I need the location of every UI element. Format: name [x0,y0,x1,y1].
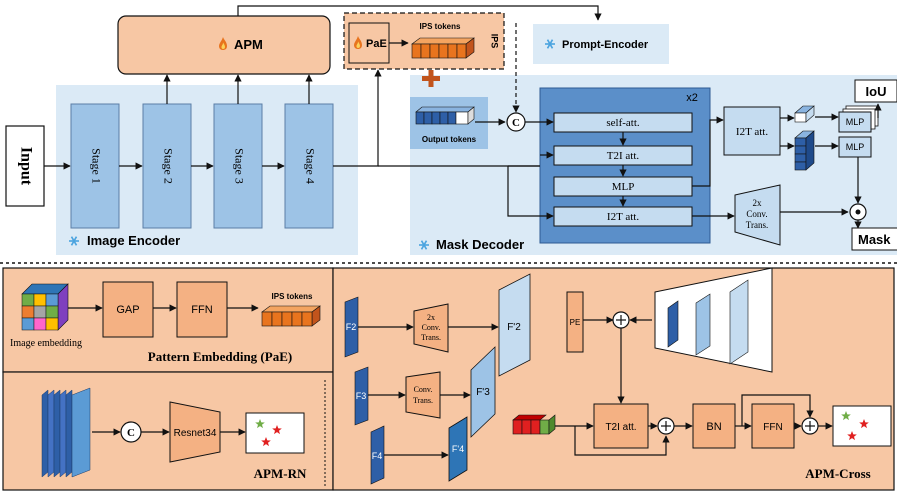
conv-trans-line3: Trans. [746,220,768,230]
stage-4-block [284,103,334,229]
iou-box [854,79,897,103]
conv1x-line1: Conv. [414,385,433,394]
stage-4-label: Stage 4 [303,148,317,184]
arrow-feature-i2t [507,166,554,220]
f4-label: F4 [372,451,383,461]
ffn-cross-label: FFN [763,422,782,433]
stage-1-block [70,103,120,229]
concat-label-bottom: C [127,427,135,439]
conv1x-block [405,371,441,419]
fp4-block [448,416,468,482]
arrow-apm-prompt [237,5,602,21]
bn-box [692,403,736,449]
i2t-att-right-label: I2T att. [736,126,768,138]
stage-3-block [213,103,263,229]
fp2-block [498,273,531,377]
pyramid-level-2 [695,293,711,356]
f2-label: F2 [346,322,357,332]
pae-title: Pattern Embedding (PaE) [148,349,292,364]
t2i-att-cross-label: T2I att. [605,422,636,433]
gap-label: GAP [116,304,139,316]
i2t-att-right-box [723,106,781,156]
stage-1-label: Stage 1 [89,148,103,184]
fp4-label: F'4 [452,444,464,454]
f2-block [344,296,359,358]
mask-box [851,227,897,251]
i2t-att-label: I2T att. [607,211,639,223]
image-embedding-icon [21,283,69,331]
plus-icon [422,70,440,87]
stage-2-label: Stage 2 [161,148,175,184]
conv2x-line1: 2x [427,313,435,322]
output-tokens-label: Output tokens [422,135,477,144]
stage-3-label: Stage 3 [232,148,246,184]
f4-block [370,425,385,485]
conv-trans-line2: Conv. [746,209,767,219]
top-section: Input Stage 1 Stage 2 Stage 3 Stage 4 Im… [5,5,897,255]
output-tokens-icon [415,106,475,125]
apm-cross-label: APM-Cross [805,466,870,481]
f3-block [354,366,369,426]
resnet-block [169,401,221,463]
apm-label: APM [234,37,263,52]
image-embedding-label: Image embedding [10,338,82,349]
input-box [5,125,45,207]
ips-tokens-label: IPS tokens [420,22,461,31]
feature-stack-icon [41,387,91,478]
arrow-mlp-i2t-right [692,116,724,187]
ffn-cross-box [751,403,795,449]
mask-tokens-icon [794,130,815,171]
pe-label: PE [570,318,581,327]
fp2-label: F'2 [507,322,521,333]
bn-label: BN [706,421,721,433]
conv2x-block [413,303,449,353]
self-att-label: self-att. [606,117,640,129]
pae-ips-tokens-label: IPS tokens [272,292,313,301]
ips-tokens-icon [411,37,475,59]
conv2x-line2: Conv. [422,323,441,332]
pe-block [566,291,584,353]
ips-label: IPS [490,34,500,49]
conv2x-line3: Trans. [421,333,441,342]
fp3-block [470,346,496,438]
iou-label: IoU [866,84,887,99]
conv-trans-block [734,184,781,246]
mlp-label: MLP [612,181,635,193]
input-label: Input [17,147,34,186]
mlp-head-1-label: MLP [846,117,865,127]
ips-tokens-icon [261,305,321,327]
mask-decoder-label: Mask Decoder [436,237,524,252]
image-encoder-label: Image Encoder [87,233,180,248]
apm-rn-label: APM-RN [254,466,307,481]
dot-product-center [855,209,861,215]
prompt-encoder-box [533,24,669,64]
pae-label: PaE [366,38,387,50]
gap-box [102,281,154,338]
f3-label: F3 [356,391,367,401]
pyramid-level-3 [729,279,749,365]
t2i-att-label: T2I att. [607,150,640,162]
bottom-section: Image embedding GAP FFN IPS tokens Patte… [2,267,895,491]
mlp-head-1-box [838,111,872,133]
arrow-bn-residual [741,394,814,426]
prompt-encoder-label: Prompt-Encoder [562,39,649,51]
query-tokens-icon [512,414,556,435]
iou-token-icon [794,105,815,123]
mlp-head-2-box [838,136,872,158]
ffn-box [176,281,228,338]
mask-label: Mask [858,232,891,247]
resnet-label: Resnet34 [174,428,217,439]
mlp-head-2-label: MLP [846,142,865,152]
arrow-tokens-residual [574,426,670,456]
pyramid-level-1 [667,300,679,348]
x2-label: x2 [686,92,698,104]
ffn-label: FFN [191,304,212,316]
conv1x-line2: Trans. [413,396,433,405]
t2i-att-cross-box [593,403,649,449]
conv-trans-line1: 2x [753,198,763,208]
fp3-label: F'3 [476,387,490,398]
concat-label: C [512,117,520,129]
